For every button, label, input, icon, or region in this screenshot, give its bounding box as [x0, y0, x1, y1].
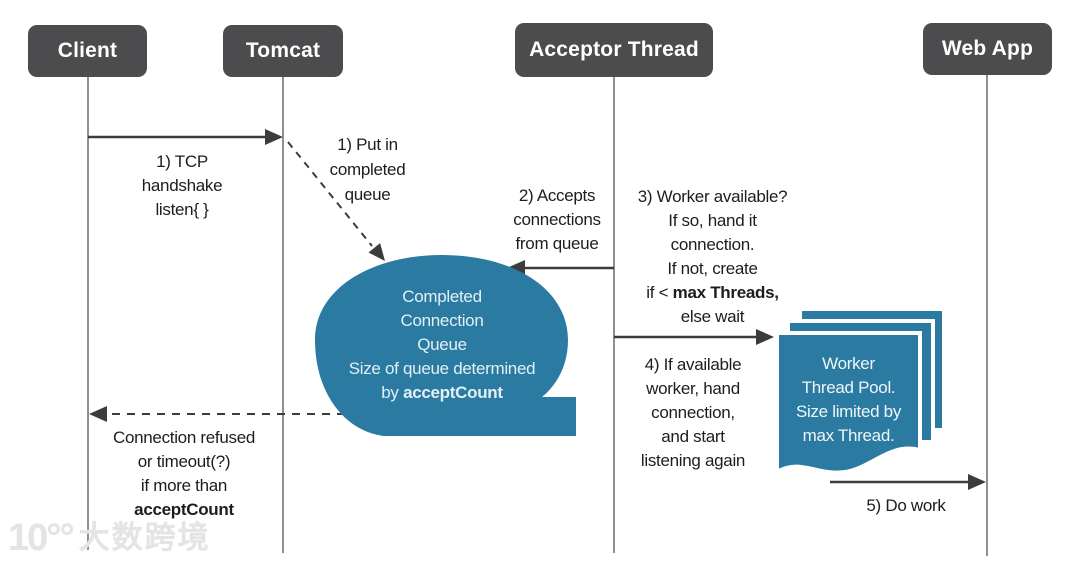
arrow-put-in-queue [287, 141, 385, 261]
pool-line: max Thread. [802, 426, 895, 445]
label-line: else wait [680, 307, 745, 326]
bubble-line: Queue [417, 335, 467, 354]
label-worker-available: 3) Worker available? If so, hand it conn… [620, 185, 805, 329]
actor-tomcat-label: Tomcat [245, 39, 321, 62]
label-line: If not, create [667, 259, 758, 278]
label-line: 4) If available [644, 355, 742, 374]
queue-bubble-text: Completed Connection Queue Size of queue… [312, 285, 572, 405]
pool-line: Size limited by [795, 402, 902, 421]
actor-web-app-label: Web App [941, 37, 1034, 60]
label-line: connections [513, 210, 601, 229]
label-hand-connection: 4) If available worker, hand connection,… [618, 353, 768, 473]
pool-sheet-front [775, 331, 922, 476]
actor-tomcat: Tomcat [223, 25, 343, 77]
label-line: 2) Accepts [518, 186, 596, 205]
label-line: and start [661, 427, 725, 446]
label-line: queue [344, 185, 391, 204]
bubble-line: Connection [400, 311, 484, 330]
bubble-line: Size of queue determined [348, 359, 536, 378]
label-line: or timeout(?) [137, 452, 231, 471]
label-line: connection, [651, 403, 735, 422]
worker-thread-pool-stack [775, 307, 946, 476]
label-line: 1) TCP [156, 152, 208, 171]
label-line-bold: acceptCount [134, 500, 234, 519]
bubble-line-part: by [381, 383, 404, 402]
label-do-work: 5) Do work [836, 494, 976, 518]
label-connection-refused: Connection refused or timeout(?) if more… [94, 426, 274, 522]
label-line: If so, hand it [668, 211, 757, 230]
label-line: from queue [515, 234, 599, 253]
label-line: Connection refused [112, 428, 256, 447]
label-line-part: if < [646, 283, 673, 302]
watermark-logo-icon: 10°° [8, 517, 75, 559]
actor-client-label: Client [57, 39, 118, 62]
watermark-text: 大数跨境 [78, 520, 211, 555]
completed-connection-queue-bubble [315, 255, 576, 436]
worker-pool-text: Worker Thread Pool. Size limited by max … [773, 352, 924, 448]
label-tcp-handshake: 1) TCP handshake listen{ } [107, 150, 257, 222]
label-line: worker, hand [646, 379, 740, 398]
arrow-hand-connection [614, 329, 774, 345]
arrow-tcp-handshake [88, 129, 283, 145]
arrow-do-work [830, 474, 986, 490]
label-line: if more than [140, 476, 228, 495]
label-line-part-bold: max Threads, [672, 283, 779, 302]
label-line: listening again [640, 451, 746, 470]
label-line: handshake [141, 176, 223, 195]
bubble-line-part-bold: acceptCount [403, 383, 503, 402]
bubble-line-accept-count: by acceptCount [312, 381, 572, 405]
label-line: 5) Do work [866, 496, 946, 515]
label-line: listen{ } [155, 200, 209, 219]
bubble-line: Completed [402, 287, 482, 306]
label-line: 3) Worker available? [637, 187, 788, 206]
actor-acceptor-thread-label: Acceptor Thread [529, 38, 699, 61]
label-put-in-queue: 1) Put in completed queue [300, 132, 435, 207]
pool-line: Thread Pool. [801, 378, 896, 397]
label-line-conditional: if < max Threads, [620, 281, 805, 305]
actor-acceptor-thread: Acceptor Thread [515, 23, 713, 77]
label-line: completed [329, 160, 406, 179]
pool-line: Worker [822, 354, 875, 373]
label-line: connection. [670, 235, 755, 254]
actor-client: Client [28, 25, 147, 77]
watermark: 10°° 大数跨境 [8, 518, 211, 558]
actor-web-app: Web App [923, 23, 1052, 75]
label-accepts-connections: 2) Accepts connections from queue [487, 184, 627, 256]
label-line: 1) Put in [337, 135, 398, 154]
